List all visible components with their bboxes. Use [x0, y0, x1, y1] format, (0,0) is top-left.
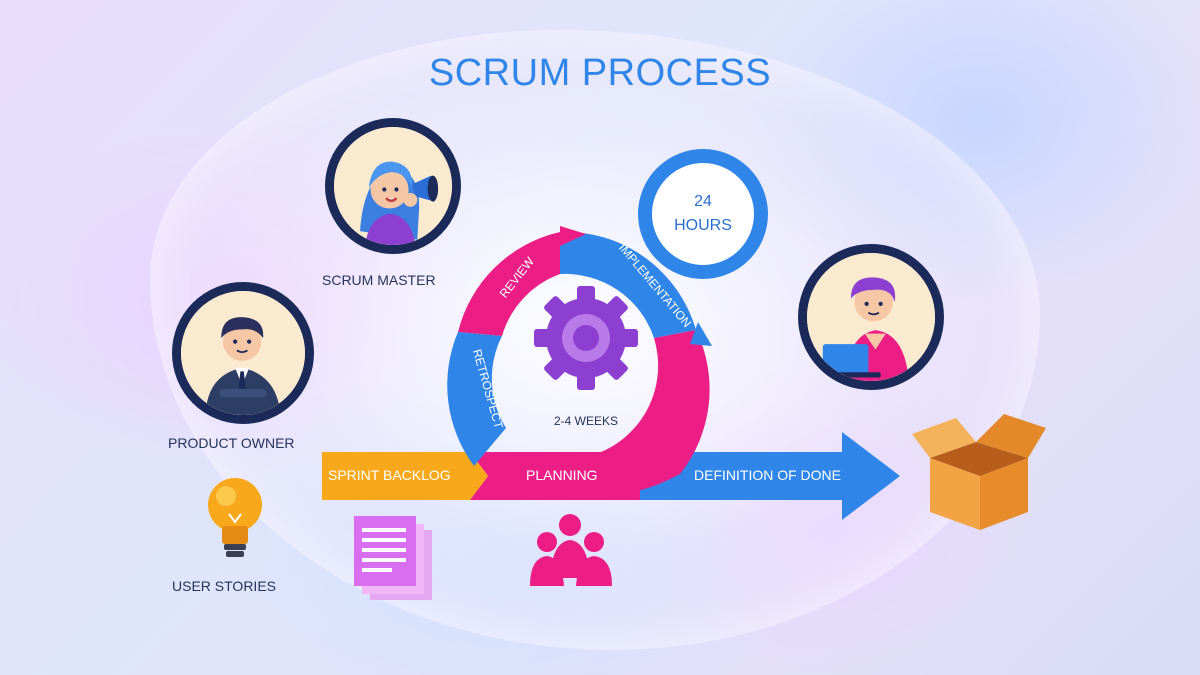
retrospect-segment — [447, 332, 506, 466]
sprint-ring — [447, 226, 712, 496]
product-owner-label: PRODUCT OWNER — [168, 435, 295, 451]
definition-of-done-label: DEFINITION OF DONE — [694, 467, 841, 483]
box-icon — [912, 414, 1046, 530]
user-stories-label: USER STORIES — [172, 578, 276, 594]
sprint-backlog-label: SPRINT BACKLOG — [328, 467, 451, 483]
gear-icon — [534, 286, 638, 390]
documents-icon — [354, 516, 432, 600]
product-owner-portrait — [172, 282, 314, 424]
developer-portrait — [798, 244, 944, 390]
team-icon — [530, 514, 612, 586]
scrum-master-illustration — [334, 127, 452, 245]
daily-cycle-hours-number: 24 — [694, 193, 712, 210]
page-title: SCRUM PROCESS — [428, 52, 772, 94]
sprint-segment — [596, 330, 710, 496]
implementation-segment — [560, 231, 696, 338]
daily-cycle-text: 24 HOURS — [650, 190, 756, 238]
scrum-master-portrait — [325, 118, 461, 254]
scrum-master-label: SCRUM MASTER — [322, 272, 436, 288]
product-owner-illustration — [181, 291, 305, 415]
review-segment — [458, 232, 560, 336]
planning-label: PLANNING — [526, 467, 598, 483]
daily-cycle-hours-unit: HOURS — [674, 217, 732, 234]
lightbulb-icon — [208, 478, 262, 557]
daily-cycle-ring — [638, 149, 768, 279]
sprint-backlog-band — [322, 452, 488, 500]
developer-illustration — [807, 253, 935, 381]
sprint-duration-label: 2-4 WEEKS — [554, 414, 619, 428]
